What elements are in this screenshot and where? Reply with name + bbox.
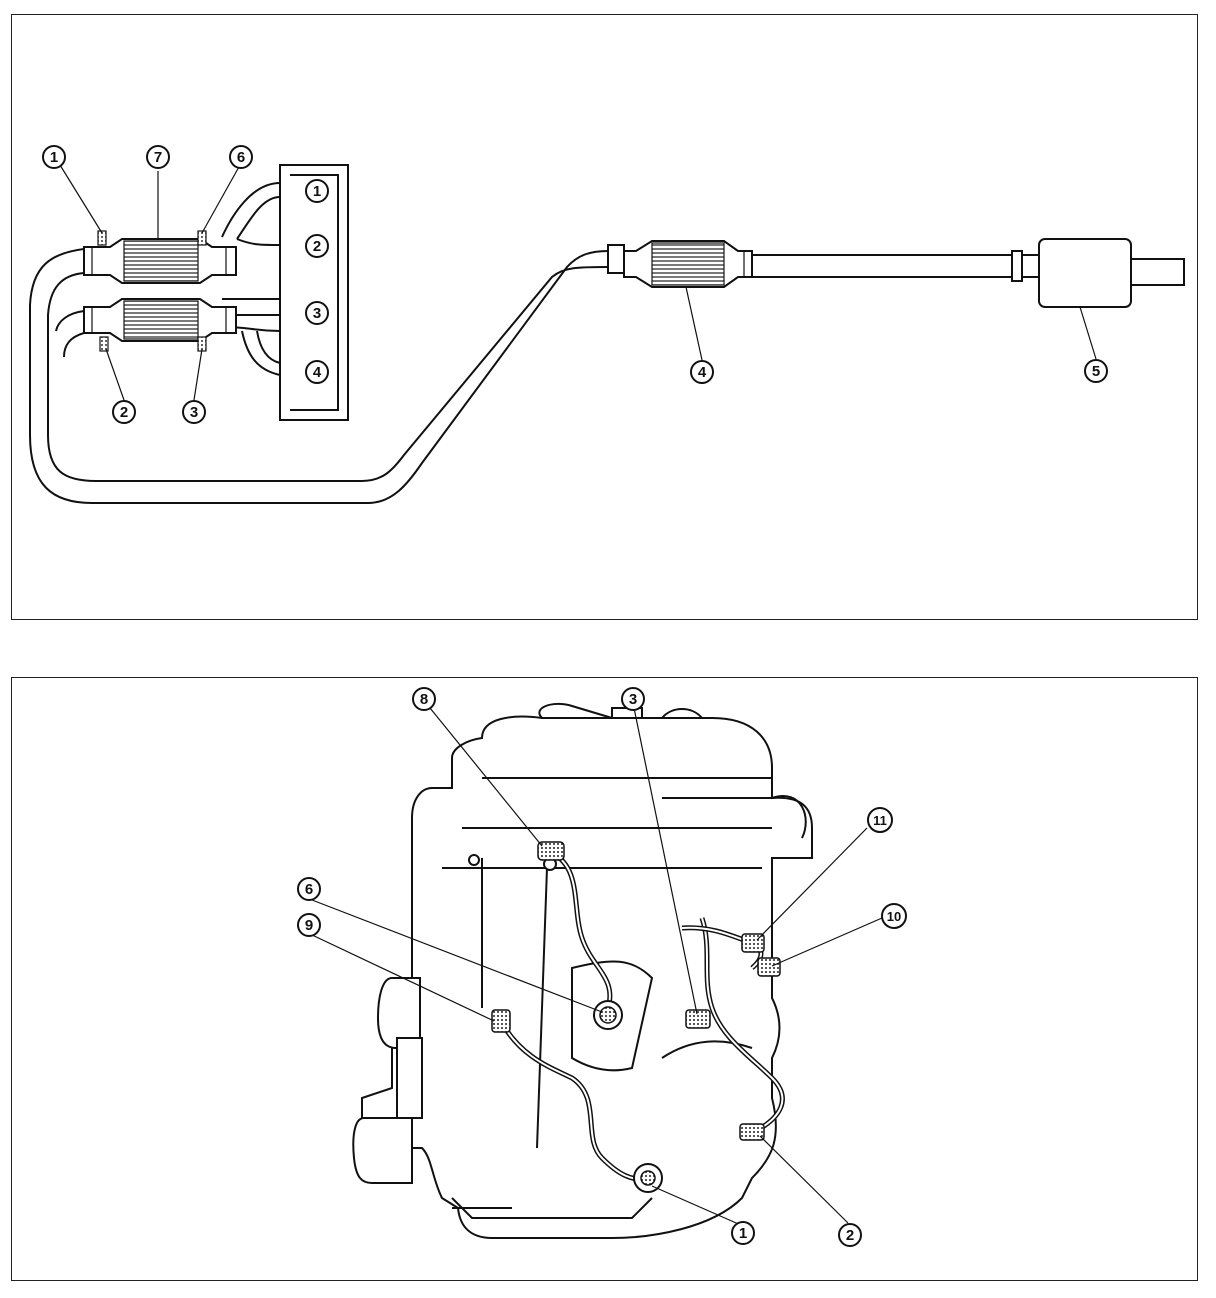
oxygen-sensor-6	[197, 230, 207, 246]
engine-harness-diagram: 8 3 11 10 6 9 1 2	[297, 687, 907, 1247]
svg-text:11: 11	[873, 813, 887, 828]
cylinder-label-4: 4	[305, 360, 329, 384]
svg-text:1: 1	[313, 183, 321, 200]
exhaust-layout-panel: 1 7 6 2 3 4 5 1	[11, 14, 1198, 620]
svg-text:4: 4	[313, 364, 322, 381]
exhaust-layout-diagram: 1 7 6 2 3 4 5 1	[29, 145, 1185, 504]
engine-block	[352, 702, 813, 1239]
svg-text:3: 3	[629, 691, 637, 708]
sensor-6	[593, 1000, 623, 1030]
callout-bottom-6: 6	[297, 877, 321, 901]
svg-text:6: 6	[237, 149, 245, 166]
exhaust-manifold	[221, 164, 349, 421]
svg-text:4: 4	[698, 364, 707, 381]
callout-top-2: 2	[112, 400, 136, 424]
callout-bottom-1: 1	[731, 1221, 755, 1245]
svg-text:2: 2	[120, 404, 128, 421]
leader-lines-top	[59, 164, 1097, 401]
muffler	[1022, 238, 1185, 308]
oxygen-sensor-3	[197, 336, 207, 352]
cylinder-label-2: 2	[305, 234, 329, 258]
callout-bottom-8: 8	[412, 687, 436, 711]
svg-text:2: 2	[846, 1227, 854, 1244]
rear-catalytic-converter	[623, 240, 753, 288]
svg-text:10: 10	[887, 909, 901, 924]
sensor-2	[739, 1123, 765, 1141]
callout-bottom-11: 11	[867, 807, 893, 833]
front-converter-lower	[83, 298, 237, 342]
sensor-1	[633, 1163, 663, 1193]
svg-text:1: 1	[50, 149, 58, 166]
callout-top-1: 1	[42, 145, 66, 169]
callout-top-7: 7	[146, 145, 170, 169]
engine-harness-panel: 8 3 11 10 6 9 1 2	[11, 677, 1198, 1281]
callout-bottom-2: 2	[838, 1223, 862, 1247]
callout-bottom-3: 3	[621, 687, 645, 711]
oxygen-sensor-2	[99, 336, 109, 352]
svg-text:1: 1	[739, 1225, 747, 1242]
connector-9	[491, 1009, 511, 1033]
svg-text:5: 5	[1092, 363, 1100, 380]
callout-top-3: 3	[182, 400, 206, 424]
callout-bottom-9: 9	[297, 913, 321, 937]
oxygen-sensor-1	[97, 230, 107, 246]
svg-text:2: 2	[313, 238, 321, 255]
cylinder-label-1: 1	[305, 179, 329, 203]
callout-top-6: 6	[229, 145, 253, 169]
callout-top-5: 5	[1084, 359, 1108, 383]
svg-text:3: 3	[313, 305, 321, 322]
leader-lines-bottom	[309, 707, 883, 1227]
svg-text:7: 7	[154, 149, 162, 166]
svg-text:6: 6	[305, 881, 313, 898]
callout-bottom-10: 10	[881, 903, 907, 929]
sensor-3	[685, 1009, 711, 1029]
intermediate-pipe	[752, 250, 1023, 282]
front-converter-upper	[83, 238, 237, 284]
connector-10	[757, 957, 781, 977]
svg-text:9: 9	[305, 917, 313, 934]
callout-top-4: 4	[690, 360, 714, 384]
svg-text:3: 3	[190, 404, 198, 421]
connector-8	[537, 841, 565, 861]
svg-text:8: 8	[420, 691, 428, 708]
cylinder-label-3: 3	[305, 301, 329, 325]
